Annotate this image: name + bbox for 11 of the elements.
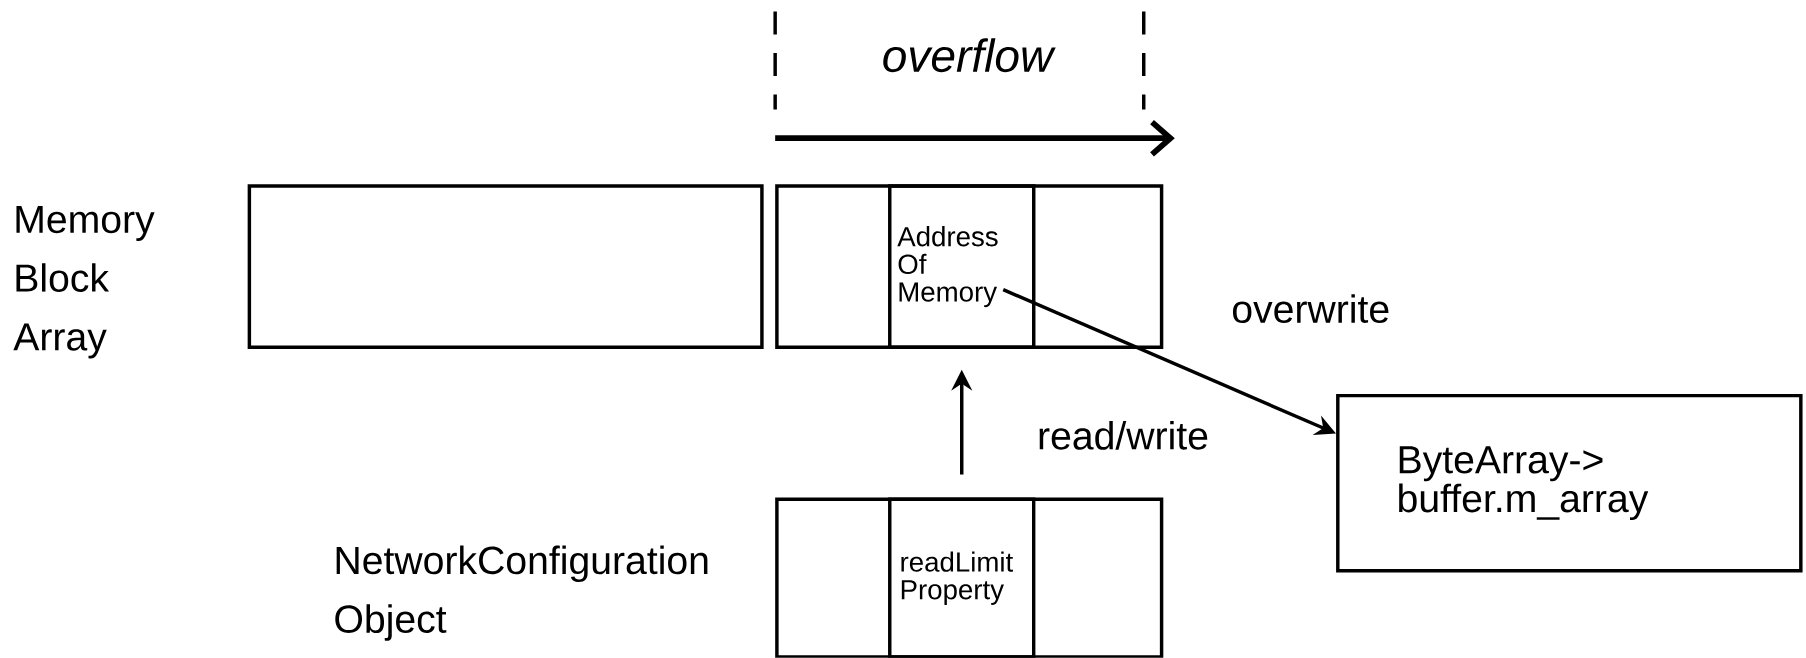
object-label: Memory Block Array bbox=[13, 206, 155, 359]
buffer-box: ByteArray-> buffer.m_array bbox=[1336, 394, 1803, 573]
edge-label: overwrite bbox=[1229, 292, 1393, 326]
object-label: NetworkConfiguration Object bbox=[335, 545, 708, 641]
memory-cell: Address Of Memory bbox=[888, 184, 1036, 350]
memory-block bbox=[247, 184, 764, 350]
memory-cell: readLimit Property bbox=[888, 497, 1036, 658]
memory-block bbox=[775, 497, 1164, 658]
overflow-label: overflow bbox=[883, 38, 1056, 73]
memory-block bbox=[775, 184, 1164, 350]
edge-label: read/write bbox=[1034, 418, 1212, 453]
